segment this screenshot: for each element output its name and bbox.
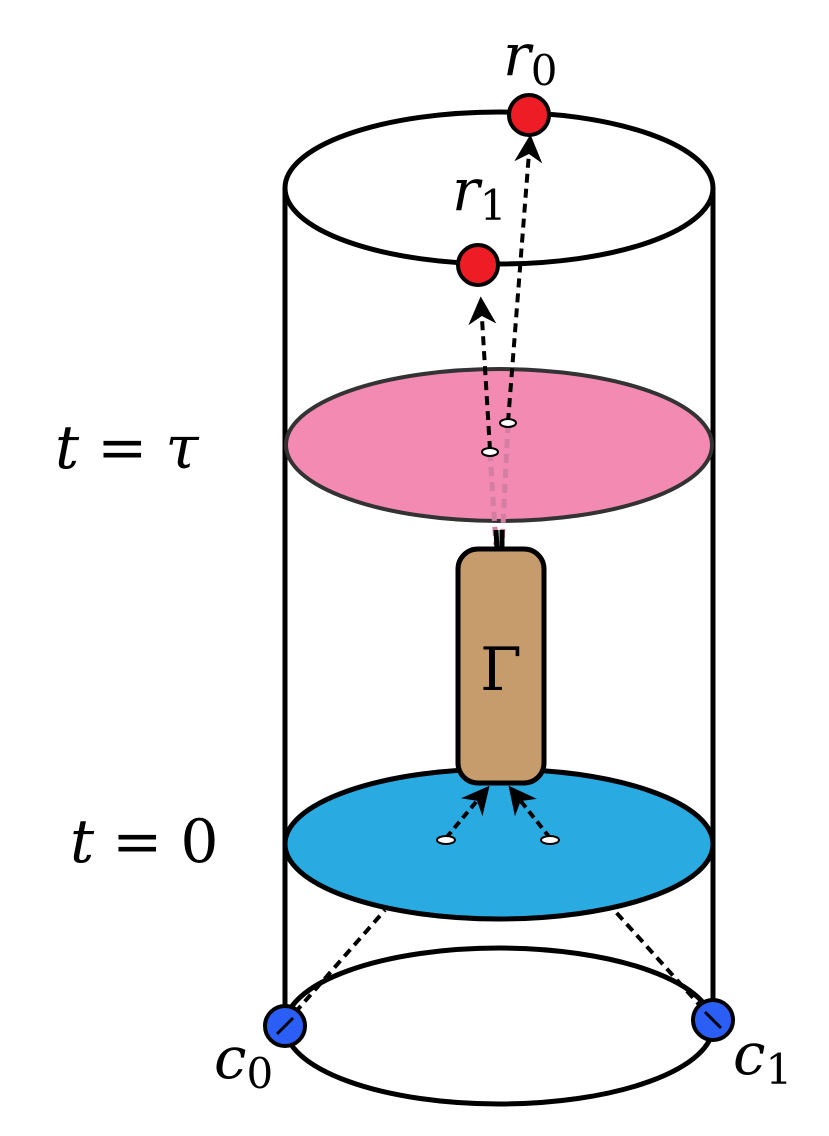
r1-point: [456, 243, 500, 287]
c0-to-zero-dash: [283, 908, 387, 1026]
c1-tick: [703, 1010, 723, 1030]
zero-to-gamma-arrow-left: [444, 785, 490, 840]
r0-point: [507, 93, 551, 137]
t-zero-label: t=0: [70, 807, 219, 877]
tau-to-r1-arrow: [468, 296, 497, 451]
c1-to-zero-dash: [612, 908, 715, 1022]
bottom-ring: [282, 945, 716, 1107]
c1-label: c1: [733, 1020, 792, 1094]
zero-slice: [282, 766, 716, 922]
c0-tick: [275, 1016, 295, 1036]
tau-slice-point-left: [481, 447, 499, 457]
gamma-top-dash-left: [493, 529, 500, 550]
zero-slice-point-right: [540, 835, 560, 845]
tau-to-gamma-dash-left: [487, 451, 499, 546]
t-tau-label: t=τ: [55, 413, 199, 483]
zero-slice-point-left: [436, 835, 456, 845]
zero-to-gamma-arrow-right: [508, 785, 552, 840]
tau-to-r0-arrow: [506, 134, 543, 423]
tau-slice: [284, 367, 714, 523]
r1-label: r1: [452, 156, 506, 230]
c0-label: c0: [214, 1024, 273, 1098]
tau-to-gamma-dash-right: [499, 423, 511, 546]
tau-slice-point-right: [499, 418, 517, 428]
r0-label: r0: [503, 21, 557, 95]
gamma-label: Γ: [480, 635, 522, 705]
